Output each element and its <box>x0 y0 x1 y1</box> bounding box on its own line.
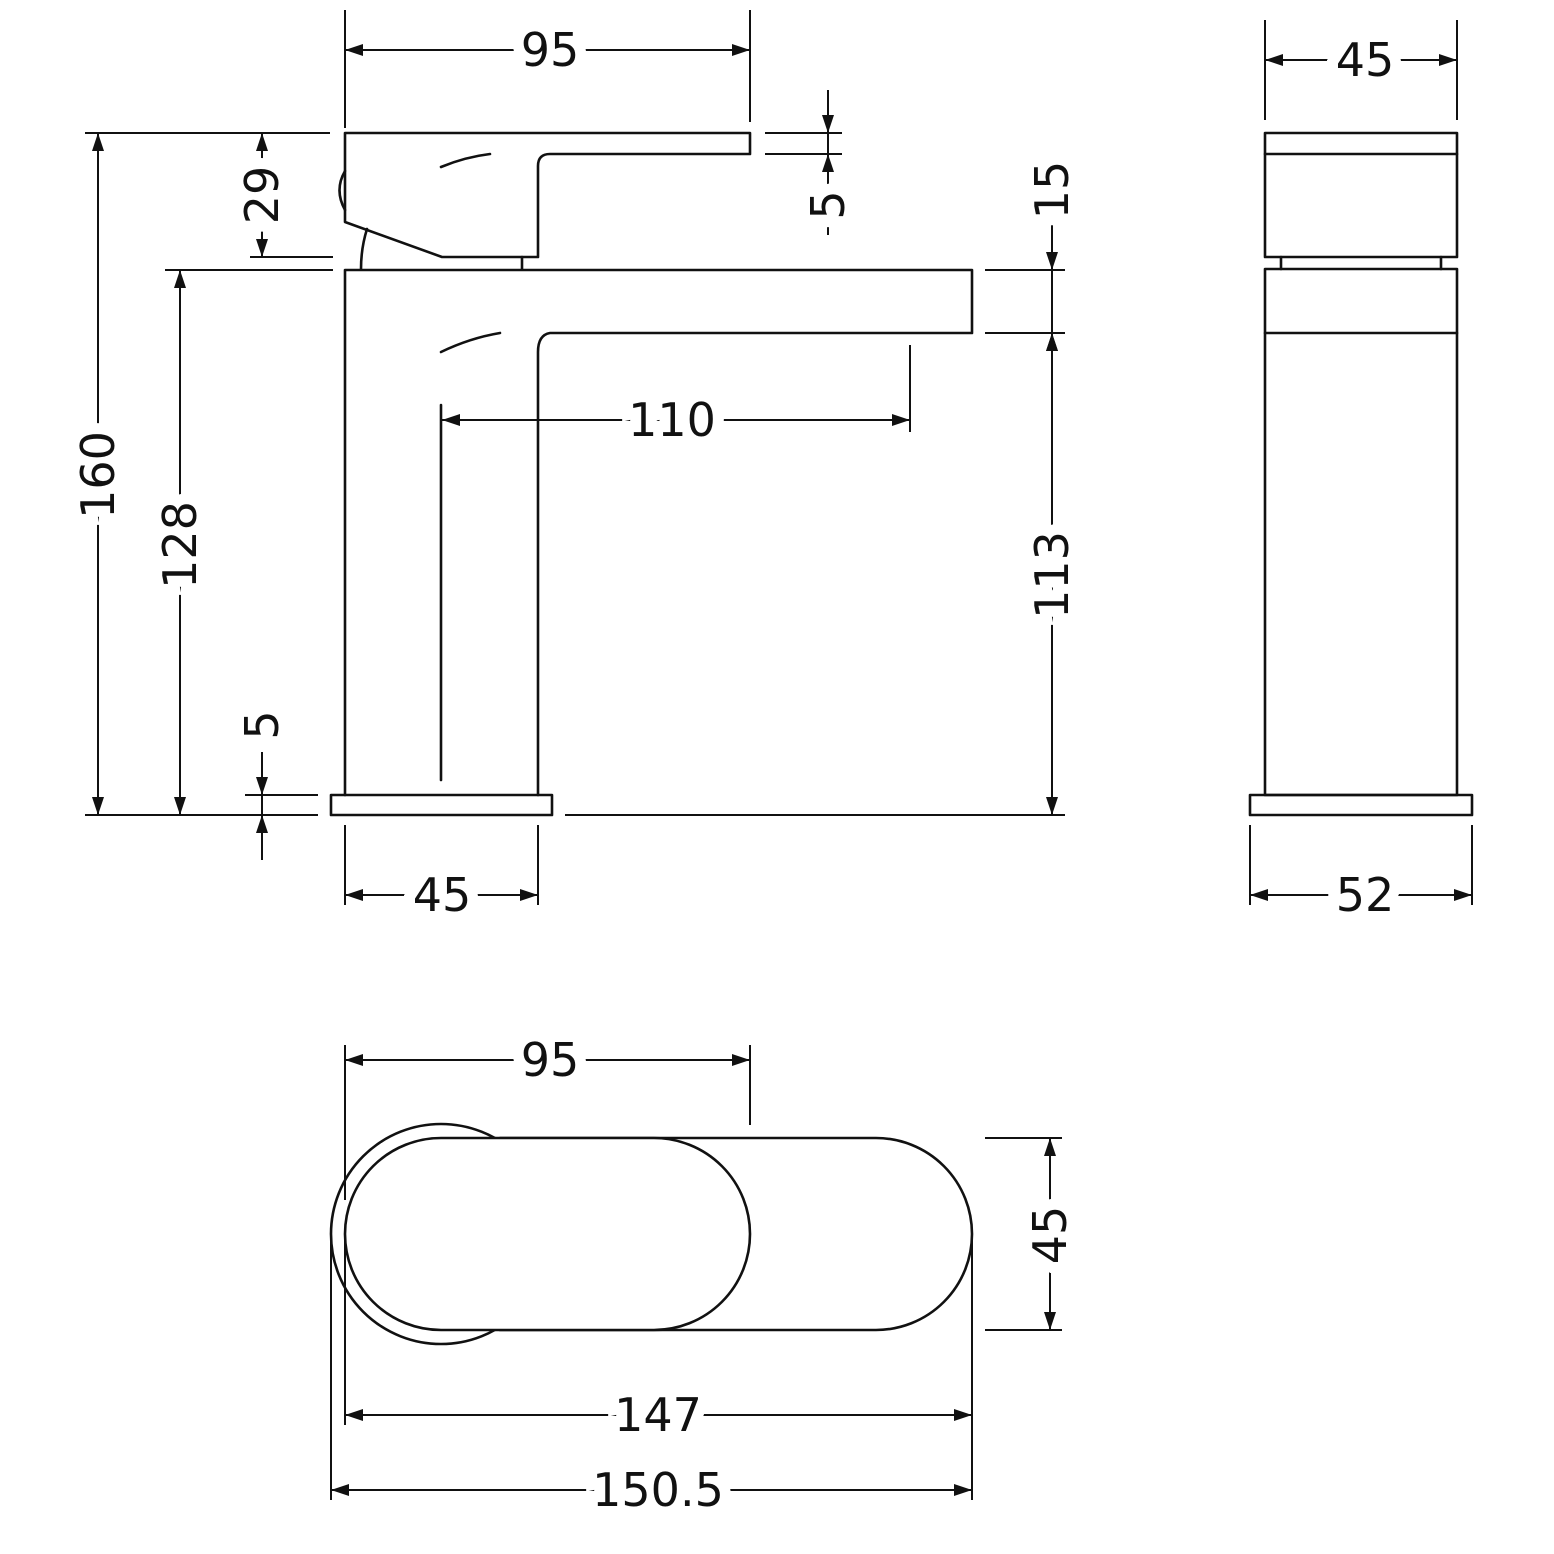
arrowhead <box>1046 252 1058 270</box>
front-handle-outline <box>343 131 752 259</box>
dimension-top_overall_length: 150.5 <box>330 1240 972 1528</box>
arrowhead <box>92 797 104 815</box>
arrowhead <box>520 889 538 901</box>
arrowhead <box>345 889 363 901</box>
side-view <box>1248 131 1474 817</box>
top-view <box>329 1122 974 1346</box>
side-handle <box>1263 131 1459 259</box>
arrowhead <box>256 239 268 257</box>
arrowhead <box>442 414 460 426</box>
arrowhead <box>345 44 363 56</box>
dimension-label-side_handle_width: 45 <box>1336 33 1395 87</box>
top-lever-outline <box>343 1136 752 1332</box>
arrowhead <box>92 133 104 151</box>
dimension-label-top_overall_length: 150.5 <box>592 1463 724 1517</box>
arrowhead <box>256 777 268 795</box>
dimension-label-spout_height: 128 <box>153 501 207 589</box>
arrowhead <box>822 154 834 172</box>
dimension-label-top_handle_length: 95 <box>521 1033 580 1087</box>
dimension-top_width: 45 <box>985 1137 1088 1331</box>
dimension-spout_height: 128 <box>142 269 333 815</box>
dimension-total_height: 160 <box>60 132 330 816</box>
dimension-base_width_side: 52 <box>1249 825 1473 933</box>
dimension-front_handle_width: 95 <box>344 10 751 128</box>
front-base-plate <box>329 793 554 817</box>
dimension-label-base_width_side: 52 <box>1336 868 1395 922</box>
dimension-top_body_length: 147 <box>344 1240 973 1500</box>
arrowhead <box>954 1409 972 1421</box>
dimension-label-spout_clearance: 113 <box>1025 531 1079 619</box>
dimension-label-lever_thickness: 5 <box>801 190 855 219</box>
arrowhead <box>174 797 186 815</box>
arrowhead <box>1454 889 1472 901</box>
dimension-side_handle_width: 45 <box>1264 20 1458 120</box>
dimension-top_handle_length: 95 <box>344 1022 751 1200</box>
arrowhead <box>1250 889 1268 901</box>
arrowhead <box>1046 797 1058 815</box>
dimension-spout_thickness: 15 <box>985 150 1090 351</box>
dimension-spout_clearance: 113 <box>565 333 1090 816</box>
arrowhead <box>1439 54 1457 66</box>
front-handle-curve <box>439 152 492 169</box>
arrowhead <box>892 414 910 426</box>
dimension-lever_thickness: 5 <box>765 90 866 235</box>
dimension-label-spout_reach: 110 <box>628 393 716 447</box>
arrowhead <box>256 815 268 833</box>
arrowhead <box>345 1054 363 1066</box>
side-handle-line <box>1263 152 1459 271</box>
front-handle-stem <box>359 227 524 271</box>
side-base-plate <box>1248 793 1474 817</box>
dimension-label-base_thickness: 5 <box>235 710 289 739</box>
dimension-label-handle_height: 29 <box>235 166 289 225</box>
dimension-handle_height: 29 <box>224 133 333 258</box>
front-view <box>329 131 974 817</box>
arrowhead <box>1265 54 1283 66</box>
dimension-label-spout_thickness: 15 <box>1025 161 1079 220</box>
dimension-label-total_height: 160 <box>71 431 125 519</box>
arrowhead <box>256 133 268 151</box>
front-spout-inner <box>439 331 502 782</box>
dimension-body_width_front: 45 <box>344 825 539 933</box>
arrowhead <box>1046 333 1058 351</box>
arrowhead <box>345 1409 363 1421</box>
front-spout-body <box>343 268 974 797</box>
dimension-base_thickness: 5 <box>224 699 318 860</box>
arrowhead <box>1044 1312 1056 1330</box>
arrowhead <box>954 1484 972 1496</box>
arrowhead <box>822 115 834 133</box>
side-body <box>1263 267 1459 797</box>
dimension-spout_reach: 110 <box>442 345 911 458</box>
dimension-label-top_width: 45 <box>1023 1206 1077 1265</box>
dimension-label-front_handle_width: 95 <box>521 23 580 77</box>
dimension-label-body_width_front: 45 <box>413 868 472 922</box>
arrowhead <box>1044 1138 1056 1156</box>
arrowhead <box>732 44 750 56</box>
front-handle-cap <box>338 169 347 212</box>
dimension-label-top_body_length: 147 <box>614 1388 702 1442</box>
arrowhead <box>331 1484 349 1496</box>
arrowhead <box>174 270 186 288</box>
arrowhead <box>732 1054 750 1066</box>
